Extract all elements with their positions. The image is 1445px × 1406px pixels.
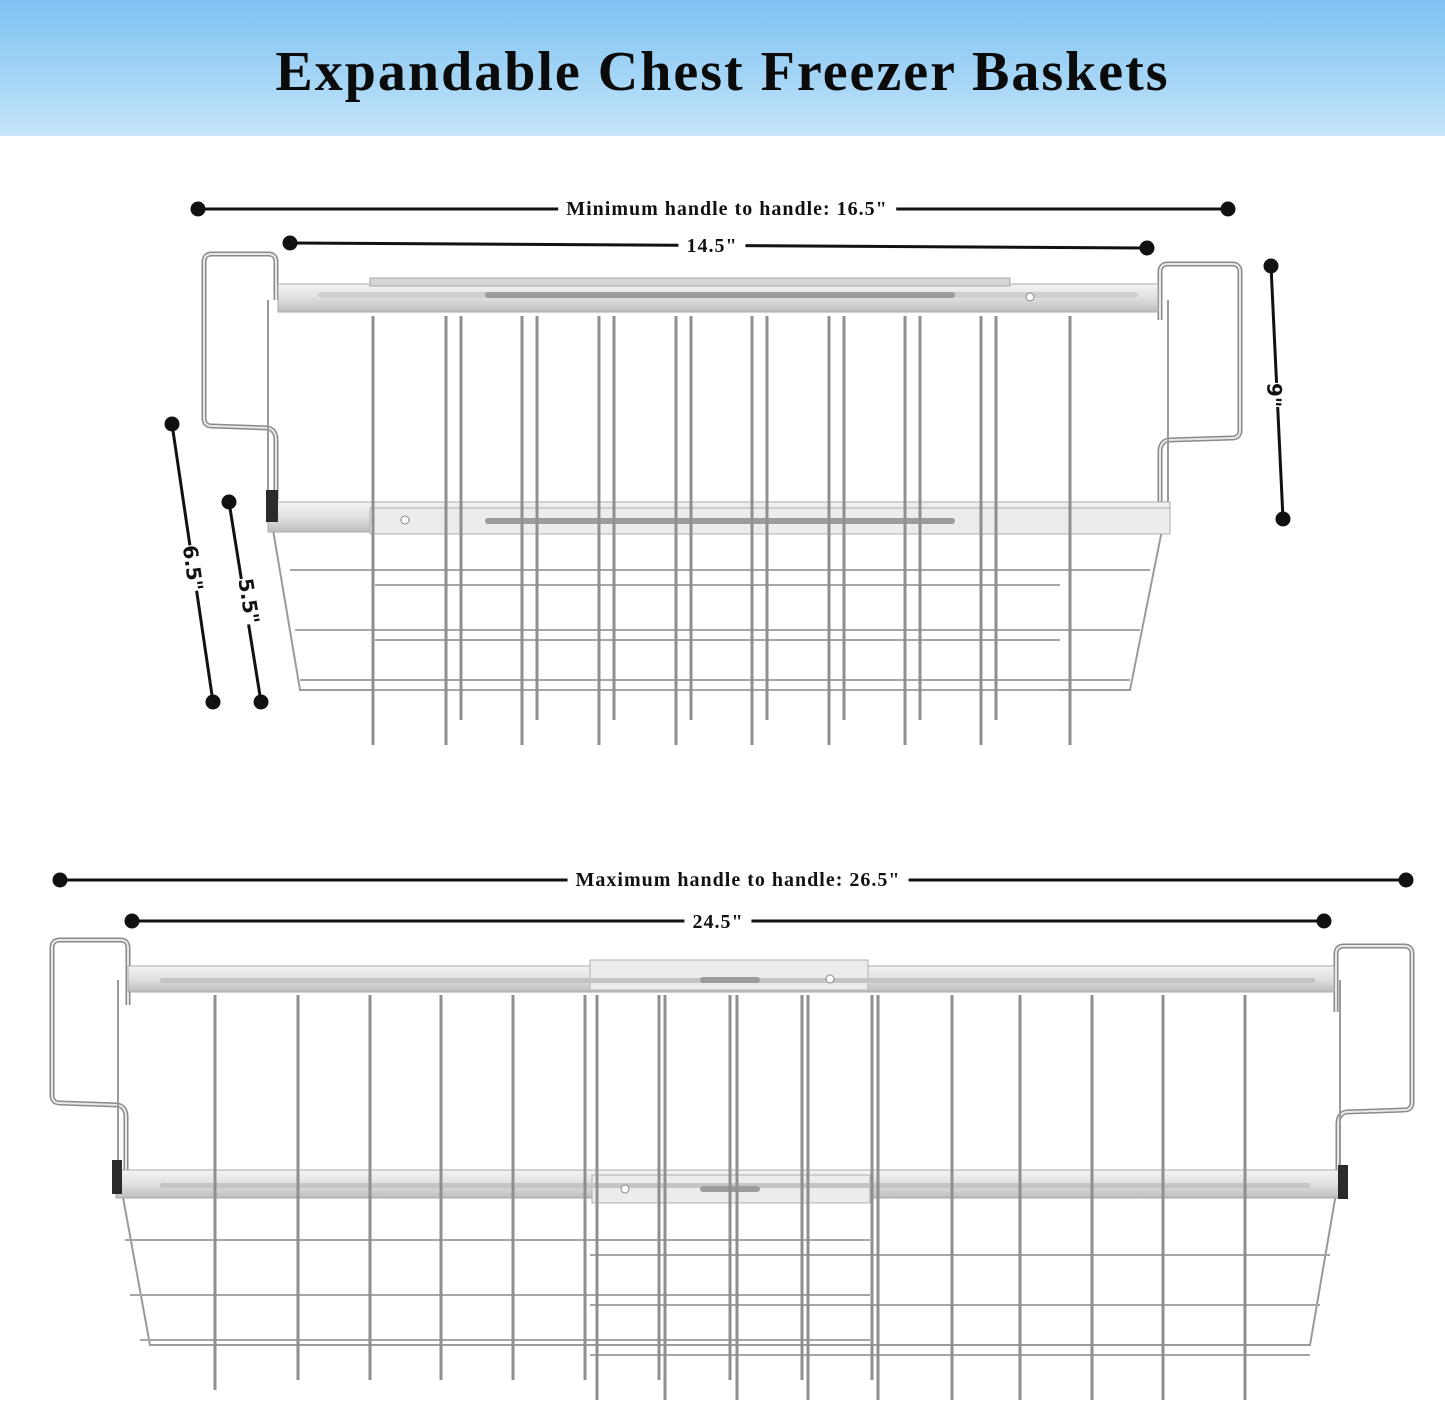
header-banner: Expandable Chest Freezer Baskets [0,0,1445,136]
max-basket [49,937,1415,1400]
max-handle-to-handle-label: Maximum handle to handle: 26.5" [567,869,909,891]
min-height-label: 9" [1260,382,1288,408]
max-inner-length-label: 24.5" [684,911,752,933]
min-handle-to-handle-label: Minimum handle to handle: 16.5" [558,198,896,220]
min-inner-length-label: 14.5" [678,235,746,257]
page-title: Expandable Chest Freezer Baskets [275,41,1170,103]
min-basket [201,251,1243,745]
